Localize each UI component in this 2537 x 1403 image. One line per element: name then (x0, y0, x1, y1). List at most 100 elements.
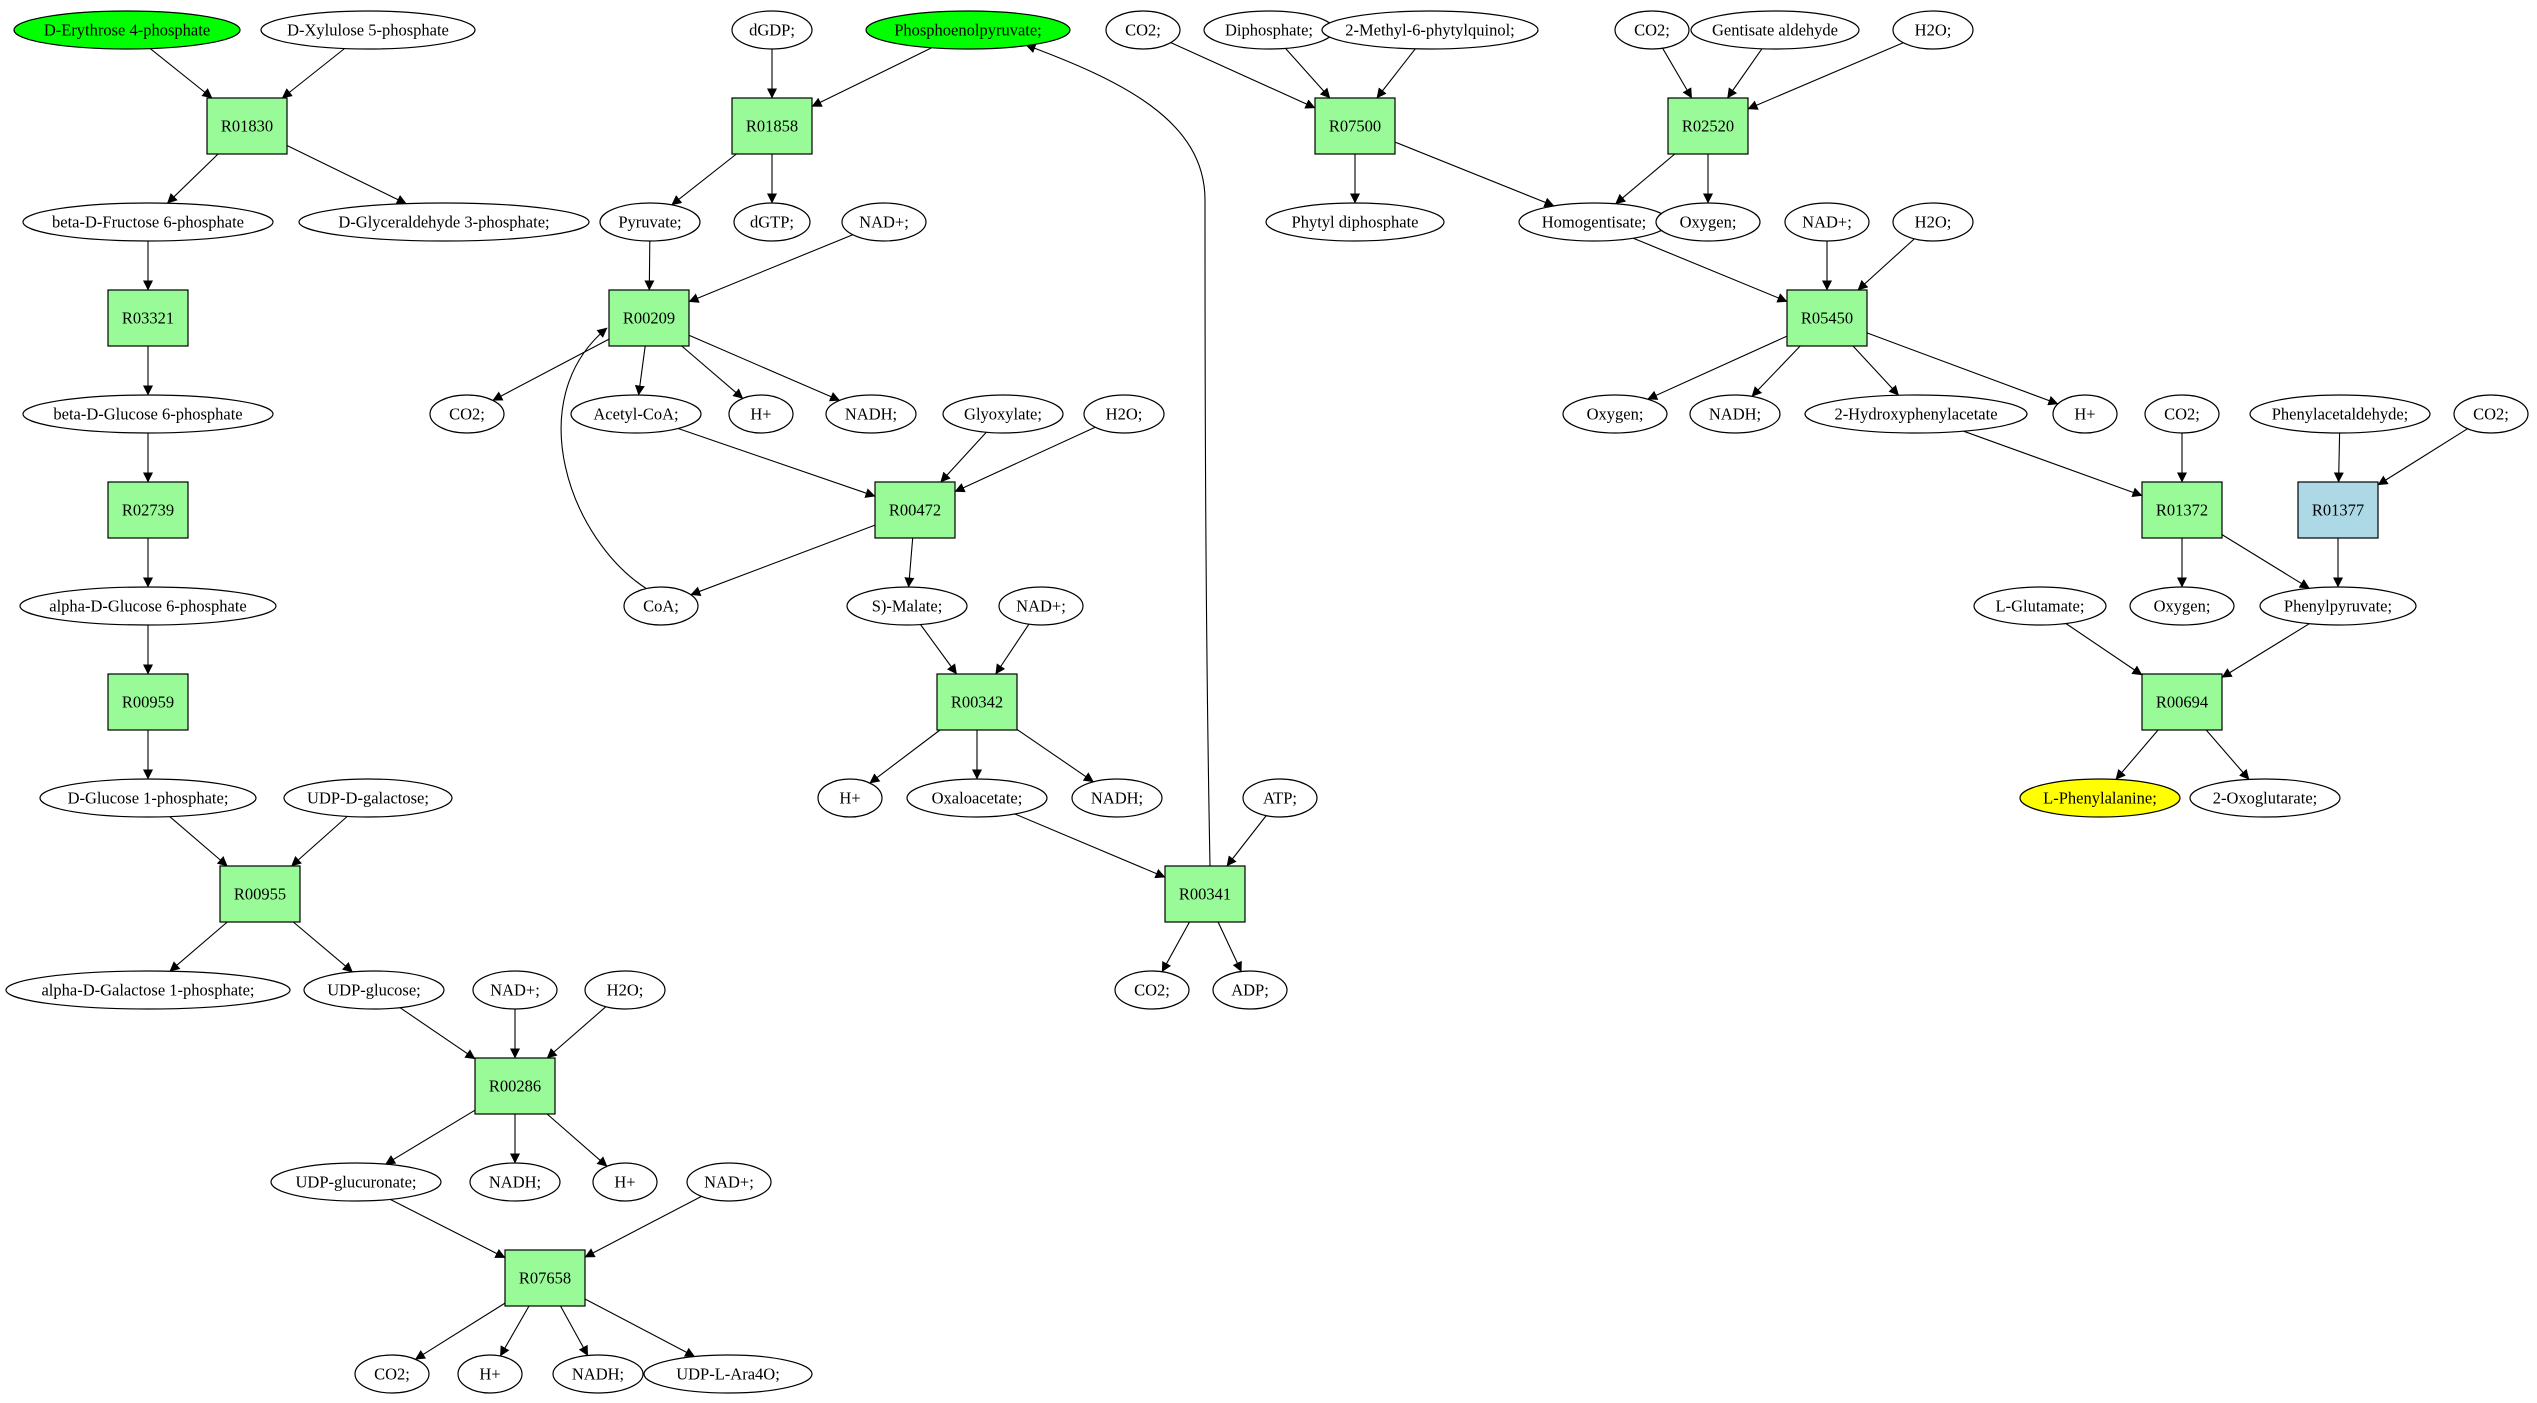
compound-label: H2O; (1106, 405, 1143, 424)
compound-node: 2-Hydroxyphenylacetate (1804, 394, 2028, 434)
edge-arrow (492, 338, 610, 401)
compound-label: NADH; (1709, 405, 1761, 424)
edge-arrow (2115, 729, 2159, 780)
compound-ellipse (298, 202, 590, 242)
edge-arrow (1285, 48, 1331, 99)
compound-node: H+ (817, 778, 883, 818)
compound-ellipse (19, 586, 277, 626)
reaction-label: R05450 (1801, 309, 1853, 328)
compound-node: Oxygen; (1562, 394, 1668, 434)
compound-node: H+ (2052, 394, 2118, 434)
compound-node: NAD+; (1784, 202, 1870, 242)
compound-node: H+ (457, 1354, 523, 1394)
reaction-box (874, 481, 956, 539)
edge-arrow (954, 426, 1096, 493)
compound-ellipse (1083, 394, 1165, 434)
edge-arrow (1751, 345, 1801, 397)
reaction-box (2297, 481, 2379, 539)
compound-label: Phenylpyruvate; (2284, 597, 2392, 616)
edge-arrow (286, 145, 407, 205)
edge-arrow (385, 1109, 476, 1165)
reaction-box (1667, 97, 1749, 155)
reaction-box (107, 673, 189, 731)
compound-label: Phenylacetaldehyde; (2272, 405, 2409, 424)
compound-label: NAD+; (1802, 213, 1852, 232)
compound-ellipse (2453, 394, 2529, 434)
compound-node: D-Glyceraldehyde 3-phosphate; (298, 202, 590, 242)
edge-arrow (2333, 432, 2344, 483)
compound-ellipse (13, 10, 241, 50)
reaction-label: R00341 (1179, 885, 1231, 904)
compound-ellipse (22, 202, 274, 242)
compound-ellipse (942, 394, 1064, 434)
compound-ellipse (472, 970, 558, 1010)
compound-ellipse (354, 1354, 430, 1394)
edge-arrow (995, 623, 1030, 675)
reaction-label: R00342 (951, 693, 1003, 712)
edge-arrow (677, 427, 876, 498)
compound-node: L-Glutamate; (1973, 586, 2107, 626)
reaction-box (2141, 673, 2223, 731)
compound-label: CO2; (1125, 21, 1161, 40)
compound-label: UDP-glucose; (327, 981, 421, 1000)
compound-label: H+ (839, 789, 860, 808)
edge-arrow (560, 1305, 589, 1356)
edge-arrow (1376, 48, 1416, 99)
compound-node: Diphosphate; (1203, 10, 1335, 50)
reaction-node: R03321 (107, 289, 189, 347)
reaction-box (107, 481, 189, 539)
compound-label: NADH; (572, 1365, 624, 1384)
edge-arrow (1866, 332, 2059, 406)
compound-ellipse (1892, 202, 1974, 242)
compound-label: UDP-L-Ara4O; (676, 1365, 780, 1384)
edge-arrow (644, 240, 655, 291)
edge-arrow (584, 1195, 702, 1258)
compound-ellipse (731, 10, 813, 50)
reaction-node: R05450 (1786, 289, 1868, 347)
compound-ellipse (552, 1354, 644, 1394)
reaction-node: R00209 (608, 289, 690, 347)
edge-arrow (292, 921, 353, 973)
compound-label: alpha-D-Galactose 1-phosphate; (41, 981, 254, 1000)
edge-arrow (1615, 153, 1676, 205)
compound-node: Phenylpyruvate; (2259, 586, 2417, 626)
compound-label: UDP-glucuronate; (296, 1173, 417, 1192)
compound-label: ATP; (1263, 789, 1297, 808)
compound-ellipse (592, 1162, 658, 1202)
compound-ellipse (457, 1354, 523, 1394)
compound-ellipse (841, 202, 927, 242)
compound-node: NAD+; (998, 586, 1084, 626)
edge-arrow (1226, 815, 1267, 867)
compound-label: Phosphoenolpyruvate; (894, 21, 1042, 40)
compound-ellipse (1265, 202, 1445, 242)
edge-arrow (671, 153, 737, 206)
edge-arrow (499, 1305, 530, 1357)
compound-node: NADH; (1071, 778, 1163, 818)
compound-label: Diphosphate; (1225, 21, 1313, 40)
edge-arrow (414, 1302, 506, 1360)
reaction-node: R01377 (2297, 481, 2379, 539)
compound-label: CO2; (2164, 405, 2200, 424)
compound-label: D-Erythrose 4-phosphate (44, 21, 210, 40)
edge-arrow (1963, 430, 2143, 498)
compound-node: Phenylacetaldehyde; (2249, 394, 2431, 434)
compound-label: Gentisate aldehyde (1712, 21, 1838, 40)
compound-label: H+ (750, 405, 771, 424)
compound-label: dGDP; (749, 21, 795, 40)
compound-node: NADH; (825, 394, 917, 434)
compound-label: CoA; (643, 597, 679, 616)
edge-arrow (1633, 237, 1788, 303)
compound-label: Oxaloacetate; (932, 789, 1023, 808)
reaction-box (731, 97, 813, 155)
compound-ellipse (1562, 394, 1668, 434)
compound-ellipse (2052, 394, 2118, 434)
compound-node: beta-D-Fructose 6-phosphate (22, 202, 274, 242)
compound-node: CoA; (623, 586, 699, 626)
compound-label: 2-Oxoglutarate; (2213, 789, 2317, 808)
reaction-node: R02739 (107, 481, 189, 539)
reaction-label: R02739 (122, 501, 174, 520)
compound-ellipse (1114, 970, 1190, 1010)
edge-arrow (281, 48, 345, 99)
reaction-node: R00342 (936, 673, 1018, 731)
